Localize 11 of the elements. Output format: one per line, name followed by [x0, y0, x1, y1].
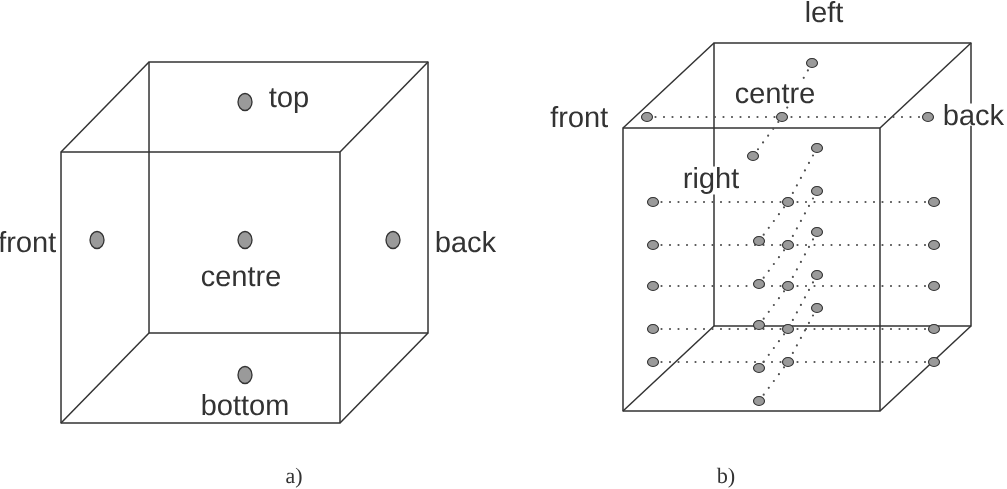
point-label: back	[942, 103, 1005, 126]
panel-label: a)	[284, 467, 304, 489]
point-label: centre	[200, 266, 282, 287]
panel-label: b)	[716, 467, 736, 489]
point-label: centre	[734, 83, 816, 104]
point-label: top	[268, 87, 310, 114]
point-label: front	[549, 105, 609, 128]
point-label: bottom	[200, 393, 290, 416]
point-label: left	[804, 0, 844, 23]
point-label: right	[682, 166, 740, 195]
point-label: back	[434, 230, 497, 253]
